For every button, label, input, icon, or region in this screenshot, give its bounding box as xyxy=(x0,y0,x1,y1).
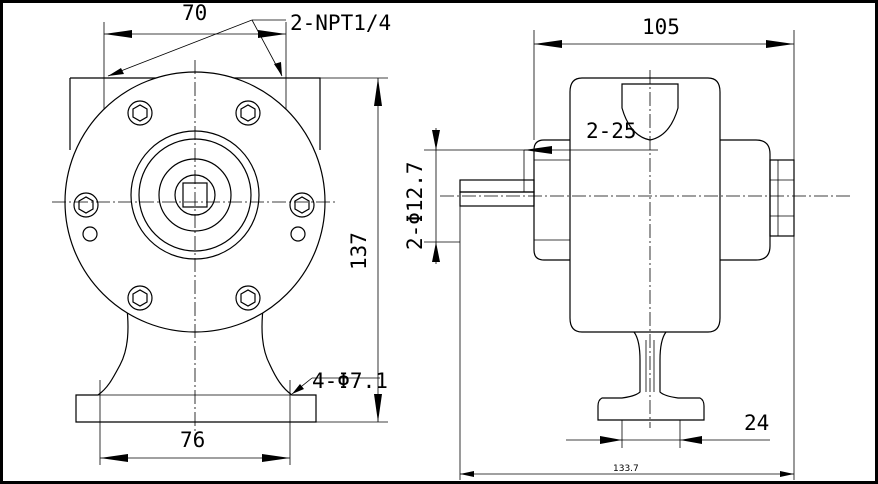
arrowhead xyxy=(274,62,282,76)
arrowhead xyxy=(766,40,794,48)
dim-label-70: 70 xyxy=(182,1,207,25)
arrowhead xyxy=(258,30,286,38)
side-right-flange xyxy=(720,139,771,261)
arrowhead xyxy=(292,384,304,394)
arrowhead xyxy=(460,471,474,477)
side-end-cap xyxy=(769,159,795,237)
arrowhead xyxy=(432,130,440,150)
arrowhead xyxy=(680,436,702,444)
bolt-head xyxy=(289,192,315,218)
front-pedestal xyxy=(75,299,317,423)
side-shaft-upper xyxy=(459,179,535,193)
pin-hole xyxy=(82,226,98,242)
arrowhead xyxy=(374,394,382,422)
arrowhead xyxy=(100,454,128,462)
arrowhead xyxy=(600,436,622,444)
side-pedestal xyxy=(597,331,705,421)
dim-label-137: 137 xyxy=(347,232,371,270)
dim-label-133: 133.7 xyxy=(613,464,639,474)
arrowhead xyxy=(104,30,132,38)
leader-line xyxy=(107,19,253,77)
dim-label-24: 24 xyxy=(744,411,769,435)
ports-depth-label: 2-25 xyxy=(586,119,637,143)
ports-label: 2-NPT1/4 xyxy=(290,11,391,35)
front-view: 70 2-NPT1/4 137 4-Φ7.1 76 xyxy=(52,1,391,465)
side-body xyxy=(569,77,721,333)
arrowhead xyxy=(780,471,794,477)
side-shaft-lower xyxy=(459,191,535,207)
arrowhead xyxy=(432,242,440,262)
side-left-flange xyxy=(533,139,570,261)
arrowhead xyxy=(524,146,552,154)
shaft-dia-label: 2-Φ12.7 xyxy=(403,161,427,250)
arrowhead xyxy=(374,78,382,106)
arrowhead xyxy=(108,68,124,76)
arrowhead xyxy=(262,454,290,462)
base-holes-label: 4-Φ7.1 xyxy=(312,369,388,393)
bolt-head xyxy=(235,100,261,126)
dim-label-105: 105 xyxy=(642,15,680,39)
pin-hole xyxy=(290,226,306,242)
bolt-head xyxy=(73,192,99,218)
side-view: 105 2-25 2-Φ12.7 24 133.7 xyxy=(403,15,850,480)
bolt-head xyxy=(127,100,153,126)
arrowhead xyxy=(534,40,562,48)
bolt-head xyxy=(127,285,153,311)
dim-label-76: 76 xyxy=(180,428,205,452)
bolt-head xyxy=(235,285,261,311)
